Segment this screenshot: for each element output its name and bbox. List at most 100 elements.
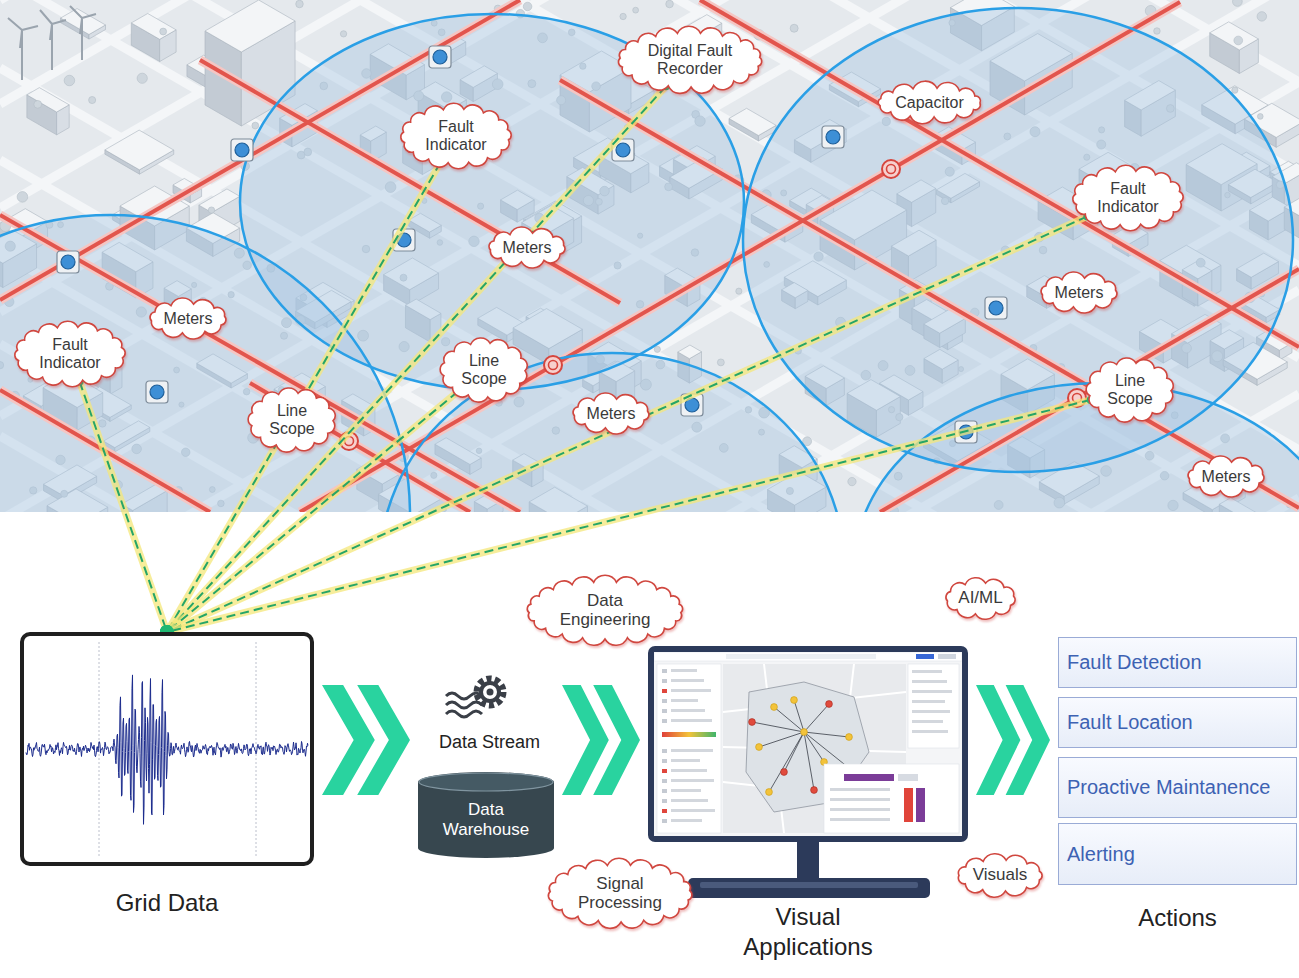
- tree-part: [633, 7, 639, 13]
- cloud-text: Visuals: [973, 866, 1028, 885]
- cloud-outline-part: [489, 227, 565, 268]
- building-part-part: [27, 88, 69, 112]
- callout-cloud: Line Scope: [437, 337, 531, 403]
- tree-part: [1257, 114, 1263, 120]
- building-part: [27, 88, 69, 135]
- coverage-zone-part: [0, 215, 410, 512]
- dashboard-screen-part: [912, 720, 943, 723]
- tree-part: [296, 0, 304, 8]
- cloud-outline-part: [527, 575, 682, 645]
- callout-cloud: Data Engineering: [523, 576, 687, 645]
- meter-icon-part-part: [231, 139, 253, 161]
- dashboard-screen-part: [662, 769, 667, 773]
- cloud-outline-part: [958, 854, 1042, 898]
- cloud-outline-part: [15, 321, 125, 386]
- dashboard-screen-part: [912, 690, 952, 693]
- cloud-text: Meters: [587, 405, 636, 423]
- dashboard-screen-part: [912, 700, 945, 703]
- dashboard-screen-part: [671, 749, 713, 752]
- tree-part: [1154, 28, 1161, 35]
- dashboard-screen-part: [912, 710, 950, 713]
- meter-icon-part-part: [989, 301, 1003, 315]
- power-line-part: [300, 2, 1180, 512]
- callout-cloud: Meters: [484, 227, 570, 268]
- dashboard-screen-part: [662, 709, 667, 713]
- action-box: Fault Detection: [1058, 637, 1297, 688]
- dashboard-screen-part: [671, 769, 707, 772]
- tree-part: [717, 359, 724, 366]
- dashboard-screen-part: [898, 774, 918, 781]
- callout-cloud: Fault Indicator: [11, 321, 129, 387]
- meter-icon-part: [429, 46, 451, 68]
- cloud-outline-part: [1041, 272, 1117, 313]
- meter-icon-part-part: [822, 126, 844, 148]
- tree-part: [790, 24, 798, 32]
- tree-part: [1234, 36, 1243, 45]
- tree-part: [1257, 12, 1266, 21]
- sensor-link-part: [80, 382, 167, 632]
- capacitor-symbol-part-part: [887, 165, 896, 174]
- dashboard-screen-part: [654, 652, 962, 661]
- dashboard-screen-part: [657, 664, 721, 833]
- cloud-outline-part: [946, 578, 1015, 620]
- dashboard-screen-part: [826, 701, 833, 708]
- action-box: Fault Location: [1058, 697, 1297, 748]
- tree-part: [654, 346, 660, 352]
- capacitor-symbol-part: [882, 160, 900, 178]
- dashboard-screen-part: [671, 799, 708, 802]
- power-line-part: [200, 60, 620, 303]
- dashboard-screen-part: [662, 759, 667, 763]
- sensor-link-part: [167, 163, 440, 632]
- tree-part: [208, 207, 214, 213]
- dashboard-screen-part: [904, 788, 913, 822]
- cloud-text: Capacitor: [895, 94, 963, 112]
- cloud-outline-part: [440, 338, 527, 402]
- dashboard-screen-part: [671, 819, 702, 822]
- power-line-part: [880, 269, 1299, 512]
- cloud-text: Meters: [164, 310, 213, 328]
- dashboard-screen-part: [824, 764, 959, 833]
- dashboard-screen-part: [671, 669, 697, 672]
- meter-icon-part-part: [146, 381, 168, 403]
- cloud-outline-part: [248, 388, 335, 452]
- meter-icon-part: [146, 381, 168, 403]
- capacitor-symbol-part-part: [544, 356, 562, 374]
- dashboard-screen-part: [662, 699, 667, 703]
- dashboard-screen-part: [671, 809, 715, 812]
- cloud-outline-part: [401, 103, 511, 168]
- database-cylinder: Data Warehouse: [418, 772, 554, 858]
- stream-icon-part: [487, 689, 494, 696]
- cloud-text: Line Scope: [457, 352, 512, 387]
- waveform-part: [26, 675, 308, 824]
- meter-icon-part: [985, 297, 1007, 319]
- tree-part: [160, 28, 167, 35]
- action-text: Proactive Maintanence: [1067, 776, 1270, 799]
- tree-part: [89, 97, 96, 104]
- meter-icon: [57, 46, 1007, 443]
- tree-part: [137, 73, 147, 83]
- meter-icon-part-part: [57, 251, 79, 273]
- sensor-link-part: [167, 86, 666, 632]
- tree-part: [523, 2, 532, 11]
- cloud-outline-part: [1086, 358, 1173, 422]
- dashboard-screen-part: [671, 709, 705, 712]
- dashboard-screen-part: [671, 759, 700, 762]
- group-caption: Actions: [1138, 903, 1217, 933]
- capacitor-symbol-part: [544, 356, 562, 374]
- monitor-stand-part: [700, 882, 918, 888]
- building-part: [1210, 22, 1259, 74]
- tree-part: [736, 288, 742, 294]
- dashboard-screen-part: [662, 669, 667, 673]
- dashboard-screen-part: [830, 818, 890, 821]
- capacitor-symbol: [340, 160, 1086, 450]
- cloud-outline-part: [548, 858, 692, 928]
- flow-chevron-part: [976, 685, 1050, 795]
- dashboard-screen-part: [662, 799, 667, 803]
- cloud-outline-part: [150, 298, 226, 339]
- building-part-part: [199, 189, 240, 213]
- tree-part: [1232, 87, 1238, 93]
- dashboard-screen-part: [844, 774, 894, 781]
- meter-icon-part: [231, 139, 253, 161]
- cloud-outline-part: [618, 26, 761, 93]
- tree-part: [64, 75, 75, 86]
